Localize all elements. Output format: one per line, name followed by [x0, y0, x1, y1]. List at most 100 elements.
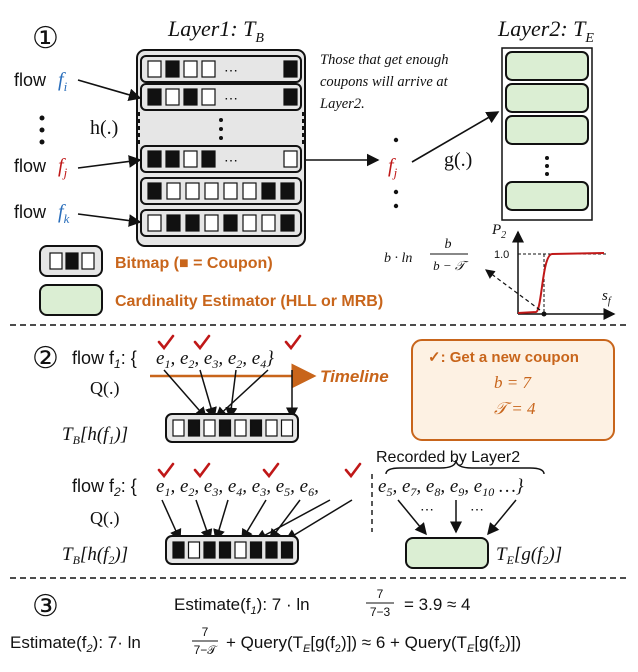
section-number-2: ②	[32, 342, 59, 375]
promoted-flow-fj: fj	[388, 137, 399, 209]
ellipsis: ⋯	[224, 152, 238, 168]
estimator-f2	[405, 537, 489, 569]
bitmap-cell	[283, 88, 298, 106]
bitmap-cell	[261, 182, 276, 200]
vertical-dot	[219, 118, 223, 122]
section-number-3: ③	[32, 590, 59, 623]
svg-text:Estimate(f2): 7· ln: Estimate(f2): 7· ln	[10, 633, 141, 655]
recorded-by-label: Recorded by Layer2	[376, 449, 520, 466]
hash-arrow	[269, 499, 301, 542]
bitmap-cell	[147, 88, 162, 106]
svg-text:e1, e2, e3, e4, e3, e5, e6,: e1, e2, e3, e4, e3, e5, e6,	[156, 476, 319, 499]
bitmap-cell	[203, 541, 216, 559]
svg-text:Layer2: TE: Layer2: TE	[497, 16, 594, 46]
flow-2-sequence: flow f2: { e1, e2, e3, e4, e3, e5, e6, e…	[72, 476, 524, 499]
bitmap-cell	[165, 88, 180, 106]
hash-arrow	[195, 499, 213, 542]
svg-text:+ Query(TE[g(f2)]) ≈ 6 + Query: + Query(TE[g(f2)]) ≈ 6 + Query(TE[g(f2)]…	[226, 633, 521, 655]
hash-function-label: h(.)	[90, 117, 118, 139]
flow-1-coupon-checks	[157, 334, 302, 351]
hash-arrow	[199, 369, 217, 420]
bitmap-cell	[166, 182, 181, 200]
bitmap-cell	[249, 541, 263, 559]
layer2-note: Those that get enough coupons will arriv…	[319, 52, 449, 112]
bitmap-cell	[147, 214, 162, 232]
estimate-f1-equation: Estimate(f1): 7 · ln 7 7−3 = 3.9 ≈ 4	[174, 587, 471, 619]
bitmap-cell	[242, 214, 257, 232]
layer1-title: Layer1: TB	[167, 16, 264, 46]
bitmap-cell	[204, 214, 219, 232]
bitmap-cell	[165, 150, 180, 168]
bitmap-cell	[172, 541, 185, 559]
bitmap-cell	[261, 214, 276, 232]
recorded-brace	[385, 459, 545, 475]
bitmap-f2	[165, 535, 299, 565]
svg-text:e5, e7, e8, e9, e10 …}: e5, e7, e8, e9, e10 …}	[378, 476, 524, 499]
bitmap-cell	[280, 541, 294, 559]
coupon-check-icon	[193, 462, 211, 479]
svg-text:e1, e2, e3, e2, e4}: e1, e2, e3, e2, e4}	[156, 348, 274, 371]
svg-text:coupons will arrive at: coupons will arrive at	[320, 74, 449, 90]
promotion-probability-plot: P2 1.0 sf	[485, 222, 616, 320]
svg-text:Estimate(f1): 7 · ln: Estimate(f1): 7 · ln	[174, 595, 310, 617]
threshold-formula: b · ln b b − 𝒯	[384, 237, 469, 273]
g-function-arrow	[411, 111, 500, 163]
bitmap-cell	[147, 150, 162, 168]
bitmap-cell	[204, 182, 219, 200]
bitmap-cell	[218, 419, 232, 437]
hash-arrow	[225, 369, 238, 420]
bitmap-cell	[265, 419, 278, 437]
svg-text:fk: fk	[58, 201, 70, 226]
svg-text:𝒯 = 4: 𝒯 = 4	[494, 399, 536, 418]
bitmap-cell	[165, 60, 180, 78]
svg-text:⋯: ⋯	[470, 501, 484, 517]
flow-label-k: flow fk	[14, 201, 70, 226]
flow-1-hash-arrows	[163, 369, 298, 420]
bitmap-cell	[183, 60, 198, 78]
bitmap-cell	[201, 88, 216, 106]
vertical-dot	[219, 136, 223, 140]
bitmap-cell	[166, 214, 181, 232]
svg-text:b − 𝒯: b − 𝒯	[433, 258, 469, 273]
svg-text:fj: fj	[388, 155, 398, 180]
estimator-cell	[505, 83, 589, 113]
bitmap-cell	[201, 150, 216, 168]
layer1-bitmap-stack: ⋯⋯⋯	[136, 49, 306, 247]
layer1-bitmap-row: ⋯	[140, 55, 302, 83]
hash-arrow	[241, 499, 267, 542]
svg-text:fj: fj	[58, 155, 68, 180]
svg-text:Layer2.: Layer2.	[319, 96, 365, 112]
bitmap-cell	[172, 419, 185, 437]
flow-k-arrow	[77, 213, 142, 227]
layer2-title: Layer2: TE	[497, 16, 594, 46]
hash-arrow	[161, 499, 182, 542]
layer1-bitmap-row	[140, 177, 302, 205]
bitmap-cell	[280, 182, 295, 200]
vertical-dot	[545, 164, 549, 168]
flow-vertical-dots	[39, 115, 45, 145]
estimator-cell	[505, 51, 589, 81]
hash-arrow	[254, 499, 331, 541]
hash-arrow	[163, 369, 207, 420]
q-function-label-2: Q(.)	[90, 508, 120, 529]
svg-text:b = 7: b = 7	[494, 373, 532, 392]
bitmap-cell	[234, 419, 247, 437]
estimator-cell	[505, 181, 589, 211]
estimator-cell	[505, 115, 589, 145]
flow-1-sequence: flow f1: { e1, e2, e3, e2, e4}	[72, 348, 274, 371]
bitmap-cell	[203, 419, 216, 437]
svg-text:b · ln: b · ln	[384, 251, 412, 266]
bitmap-cell	[249, 419, 263, 437]
svg-text:flow: flow	[14, 70, 47, 90]
bitmap-cell	[201, 60, 216, 78]
bitmap-cell	[187, 541, 201, 559]
svg-text:1.0: 1.0	[494, 249, 509, 261]
flow-i-arrow	[77, 79, 142, 102]
coupon-check-icon	[193, 334, 211, 351]
vertical-dot	[545, 156, 549, 160]
bitmap-cell	[234, 541, 247, 559]
coupon-check-icon	[344, 462, 362, 479]
svg-text:7: 7	[377, 587, 384, 601]
svg-text:7: 7	[202, 625, 209, 639]
